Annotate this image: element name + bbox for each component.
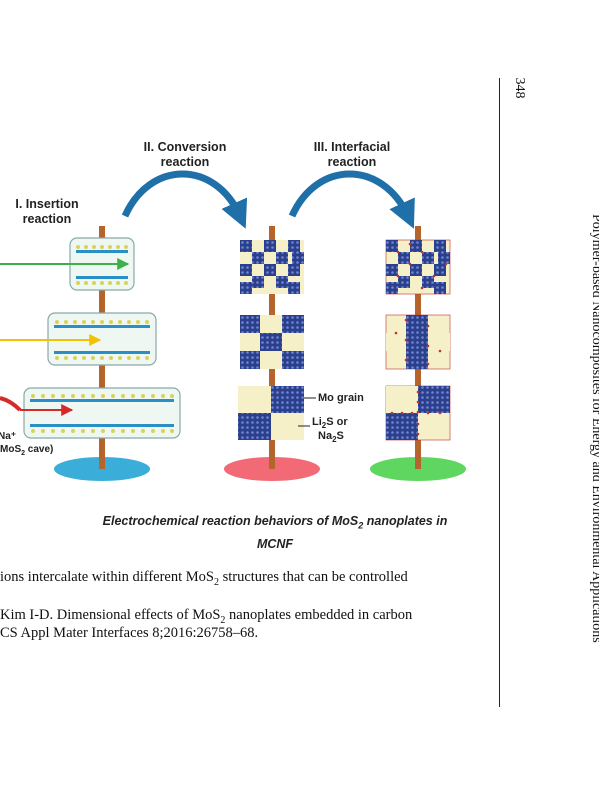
- label-mos2-cave-sub: 2: [21, 450, 26, 457]
- body-line-2-post: nanoplates embedded in carbon: [225, 607, 413, 623]
- ion-arrow-red-curve: [0, 396, 22, 412]
- body-line-2-sub: 2: [220, 614, 226, 626]
- body-line-1-pre: ions intercalate within different MoS: [0, 569, 214, 585]
- body-line-1-post: structures that can be controlled: [218, 569, 408, 585]
- label-na2s-post: S: [336, 430, 344, 442]
- step-title-interfacial: III. Interfacial reaction: [292, 140, 412, 170]
- label-mo-grain: Mo grain: [318, 392, 364, 404]
- label-li2s-sub: 2: [321, 421, 327, 431]
- label-mos2-cave-pre: MoS: [0, 444, 22, 455]
- body-line-3: CS Appl Mater Interfaces 8;2016:26758–68…: [0, 625, 259, 641]
- arrow-interfacial: [288, 170, 415, 229]
- figure-caption-line2: MCNF: [256, 536, 294, 551]
- label-na-plus: Na⁺: [0, 431, 17, 442]
- conversion-grain-small: [240, 240, 304, 294]
- label-na2s-line: Na2S: [318, 430, 344, 446]
- insertion-box-medium: [47, 312, 157, 366]
- label-mos2-cave-post: cave): [25, 444, 54, 455]
- figure-caption-post: nanoplates in: [363, 514, 448, 528]
- step-title-insertion-line2: reaction: [22, 212, 72, 226]
- conversion-grain-medium: [240, 315, 304, 369]
- interfacial-grain-large: [385, 385, 451, 441]
- figure-caption-sub: 2: [358, 520, 364, 531]
- body-line-1-sub: 2: [213, 576, 219, 588]
- insertion-box-large: [23, 387, 181, 439]
- label-na2s-sub: 2: [332, 435, 337, 445]
- running-head: Polymer-based Nanocomposites for Energy …: [589, 214, 599, 643]
- step-title-interfacial-line1: III. Interfacial: [313, 140, 391, 154]
- step-title-conversion-line1: II. Conversion: [143, 140, 227, 154]
- label-mos2-cave-line: MoS2 cave): [0, 443, 53, 460]
- conversion-grain-large: [238, 386, 304, 440]
- figure-caption: Electrochemical reaction behaviors of Mo…: [60, 512, 490, 553]
- body-line-1: ions intercalate within different MoS2 s…: [0, 569, 408, 591]
- label-na2s-pre: Na: [318, 430, 333, 442]
- arrow-conversion: [121, 170, 248, 229]
- figure-caption-line1: Electrochemical reaction behaviors of Mo…: [60, 512, 490, 535]
- page-number: 348: [512, 77, 527, 99]
- body-line-2: Kim I-D. Dimensional effects of MoS2 nan…: [0, 607, 412, 629]
- running-head-rule: [499, 78, 500, 707]
- step-title-insertion: I. Insertion reaction: [2, 197, 92, 227]
- label-li2s-post: S or: [326, 416, 348, 428]
- label-li2s-line: Li2S or: [312, 416, 348, 432]
- interfacial-grain-medium: [385, 314, 451, 370]
- interfacial-grain-small: [385, 239, 451, 295]
- body-line-2-pre: Kim I-D. Dimensional effects of MoS: [0, 607, 221, 623]
- figure-caption-pre: Electrochemical reaction behaviors of Mo…: [102, 514, 359, 528]
- step-title-interfacial-line2: reaction: [327, 155, 377, 169]
- step-title-insertion-line1: I. Insertion: [15, 197, 79, 211]
- step-title-conversion-line2: reaction: [160, 155, 210, 169]
- label-li2s-pre: Li: [312, 416, 322, 428]
- step-title-conversion: II. Conversion reaction: [125, 140, 245, 170]
